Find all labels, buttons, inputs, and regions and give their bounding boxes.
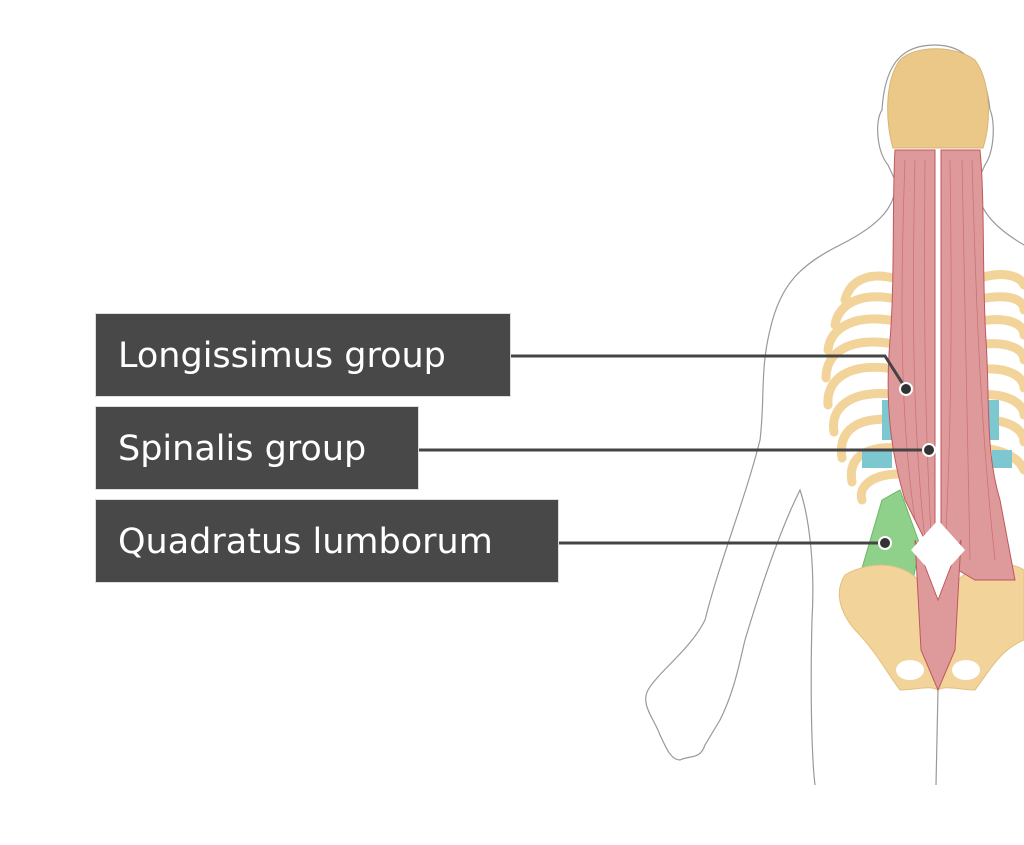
obturator-foramen [896,660,924,680]
leader-lines [418,354,929,545]
obturator-foramen [952,660,980,680]
label-quadratus-lumborum: Quadratus lumborum [95,499,559,583]
label-longissimus-group: Longissimus group [95,313,511,397]
pointer-dot-longissimus [899,382,913,396]
pointer-dot-spinalis [922,443,936,457]
body-outline [645,44,1024,786]
pointer-dot-quadratus [878,536,892,550]
leader-dots [878,382,936,550]
skull [887,48,989,149]
thoracolumbar-fascia [911,520,965,580]
erector-spinae-muscles [887,149,1016,692]
spine-lower-line [935,689,939,786]
label-spinalis-group: Spinalis group [95,406,419,490]
muscle-fibers [901,159,996,561]
leader-line-longissimus [510,354,908,390]
